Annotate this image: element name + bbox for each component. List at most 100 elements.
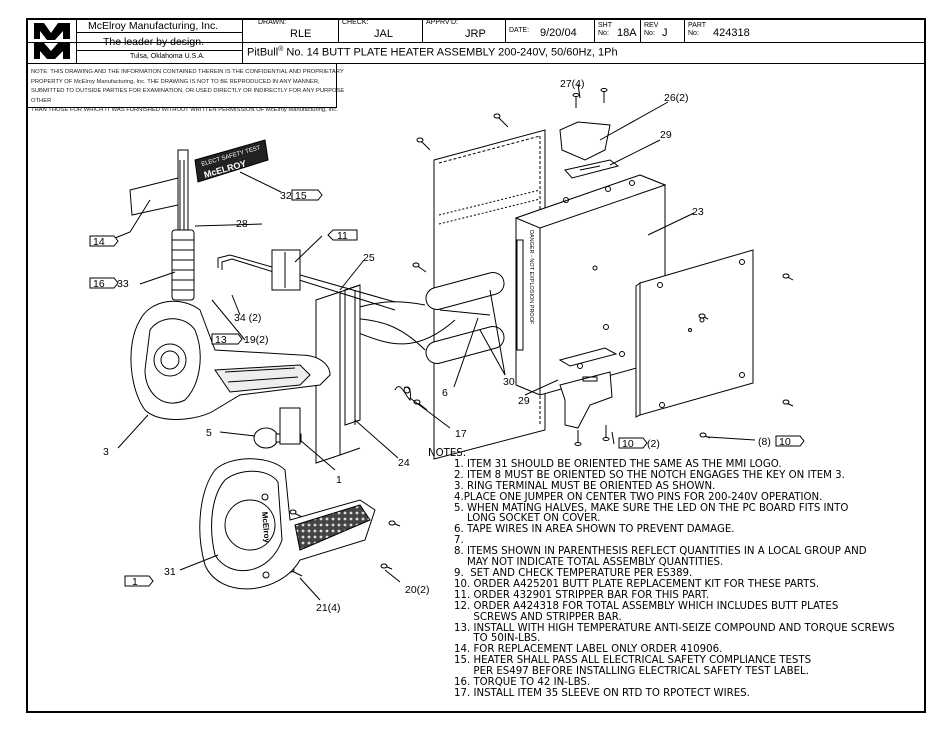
drawing-title: PitBull® No. 14 BUTT PLATE HEATER ASSEMB… xyxy=(247,46,618,59)
callout-26: 26(2) xyxy=(664,92,689,104)
drawing-sheet xyxy=(26,18,926,713)
flag-14: 14 xyxy=(93,236,105,248)
note-line: 10. ORDER A425201 BUTT PLATE REPLACEMENT… xyxy=(454,578,820,590)
bottom-bracket xyxy=(558,347,618,429)
flag-11: 11 xyxy=(337,230,348,242)
callout-3: 3 xyxy=(103,446,109,458)
flag-boxes xyxy=(89,189,805,587)
callout-31: 31 xyxy=(164,566,176,578)
callout-6: 6 xyxy=(442,387,448,399)
rev-value: J xyxy=(662,27,668,39)
note-line: MAY NOT INDICATE TOTAL ASSEMBLY QUANTITI… xyxy=(454,557,724,569)
rev-label: REV No: xyxy=(644,22,659,37)
stripper-bar xyxy=(217,249,396,311)
company-name: McElroy Manufacturing, Inc. xyxy=(88,20,219,32)
drawn-value: RLE xyxy=(290,28,312,40)
note-line: 16. TORQUE TO 42 IN-LBS. xyxy=(454,677,591,689)
note-line: 12. ORDER A424318 FOR TOTAL ASSEMBLY WHI… xyxy=(454,600,839,612)
callout-27: 27(4) xyxy=(560,78,585,90)
leader-lines xyxy=(109,83,756,601)
callout-24: 24 xyxy=(398,457,410,469)
handle-brand-text: McElroy xyxy=(260,511,272,543)
callout-20: 20(2) xyxy=(405,584,430,596)
note-line: 5. WHEN MATING HALVES, MAKE SURE THE LED… xyxy=(454,502,849,514)
heater-body xyxy=(514,174,667,396)
callout-30: 30 xyxy=(503,376,515,388)
callout-29-bottom: 29 xyxy=(518,395,530,407)
mmi-logo xyxy=(30,20,74,62)
note-line: 3. RING TERMINAL MUST BE ORIENTED AS SHO… xyxy=(454,480,716,492)
note-line: LONG SOCKET ON COVER. xyxy=(454,513,601,525)
apprvd-value: JRP xyxy=(465,28,486,40)
note-line: 11. ORDER 432901 STRIPPER BAR FOR THIS P… xyxy=(454,589,710,601)
plate-warning-text: DANGER - NOT EXPLOSION PROOF xyxy=(528,230,534,325)
flag-16: 16 xyxy=(93,278,105,290)
note-line: SCREWS AND STRIPPER BAR. xyxy=(454,611,622,623)
callout-8: (8) xyxy=(758,436,771,448)
callout-25: 25 xyxy=(363,252,375,264)
note-line: 13. INSTALL WITH HIGH TEMPERATURE ANTI-S… xyxy=(454,622,895,634)
callout-1: 1 xyxy=(336,474,342,486)
note-line: PER ES497 BEFORE INSTALLING ELECTRICAL S… xyxy=(454,666,809,678)
note-line: TO 50IN-LBS. xyxy=(454,633,541,645)
date-value: 9/20/04 xyxy=(540,27,577,39)
callout-29-top: 29 xyxy=(660,129,672,141)
top-bracket xyxy=(559,121,620,179)
confidential-line: NOTE: THIS DRAWING AND THE INFORMATION C… xyxy=(31,69,344,75)
callout-23: 23 xyxy=(692,206,704,218)
title-text: No. 14 BUTT PLATE HEATER ASSEMBLY 200-24… xyxy=(286,46,618,59)
callout-33: 33 xyxy=(117,278,129,290)
flag-10-a: 10 xyxy=(622,438,634,450)
flag-1: 1 xyxy=(132,576,138,588)
note-line: 7. xyxy=(454,535,464,547)
note-line: 4.PLACE ONE JUMPER ON CENTER TWO PINS FO… xyxy=(454,491,823,503)
drawing-notes: NOTES: 1. ITEM 31 SHOULD BE ORIENTED THE… xyxy=(428,448,918,700)
check-label: CHECK: xyxy=(342,19,369,26)
company-location: Tulsa, Oklahoma U.S.A. xyxy=(130,53,205,60)
callout-32: 32 xyxy=(280,190,292,202)
brand-name: PitBull xyxy=(247,46,279,59)
note-line: 1. ITEM 31 SHOULD BE ORIENTED THE SAME A… xyxy=(454,458,782,470)
check-value: JAL xyxy=(374,28,393,40)
callout-21: 21(4) xyxy=(316,602,341,614)
note-line: 2. ITEM 8 MUST BE ORIENTED SO THE NOTCH … xyxy=(454,469,845,481)
adjust-knob xyxy=(253,407,302,449)
company-slogan: The leader by design. xyxy=(103,36,204,48)
date-label: DATE: xyxy=(509,27,530,34)
note-line: 8. ITEMS SHOWN IN PARENTHESIS REFLECT QU… xyxy=(454,546,867,558)
callout-5: 5 xyxy=(206,427,212,439)
confidential-line: SUBMITTED TO OUTSIDE PARTIES FOR EXAMINA… xyxy=(31,88,345,104)
note-line: 6. TAPE WIRES IN AREA SHOWN TO PREVENT D… xyxy=(454,524,735,536)
drawn-label: DRAWN: xyxy=(258,19,287,26)
confidential-line: THAN THOSE FOR WHICH IT WAS FURNISHED WI… xyxy=(31,107,338,113)
registered-mark: ® xyxy=(278,46,284,53)
mounting-plate xyxy=(315,284,361,464)
callout-2: (2) xyxy=(647,438,660,450)
wire-tubes xyxy=(349,271,505,402)
callout-28: 28 xyxy=(236,218,248,230)
notes-heading: NOTES: xyxy=(428,448,467,459)
sht-label: SHT No: xyxy=(598,22,612,37)
note-line: 17. INSTALL ITEM 35 SLEEVE ON RTD TO RPO… xyxy=(454,687,750,699)
handle-cover xyxy=(199,458,376,590)
callout-19: 19(2) xyxy=(244,334,269,346)
flag-13: 13 xyxy=(215,334,227,346)
part-value: 424318 xyxy=(713,27,750,39)
apprvd-label: APPRV'D: xyxy=(426,19,458,26)
heater-plate-front xyxy=(635,249,754,418)
note-line: 15. HEATER SHALL PASS ALL ELECTRICAL SAF… xyxy=(454,655,812,667)
sht-value: 18A xyxy=(617,27,637,39)
flag-10-b: 10 xyxy=(779,436,791,448)
safety-test-tag xyxy=(129,139,269,216)
confidential-notice: NOTE: THIS DRAWING AND THE INFORMATION C… xyxy=(31,68,351,116)
flag-15: 15 xyxy=(295,190,307,202)
callout-17: 17 xyxy=(455,428,467,440)
note-line: 9. SET AND CHECK TEMPERATURE PER ES389. xyxy=(454,567,693,579)
confidential-line: PROPERTY OF McElroy Manufacturing, Inc. … xyxy=(31,78,320,85)
notes-list: 1. ITEM 31 SHOULD BE ORIENTED THE SAME A… xyxy=(428,458,918,700)
handle-assembly xyxy=(130,149,331,420)
callout-34: 34 (2) xyxy=(234,312,261,324)
note-line: 14. FOR REPLACEMENT LABEL ONLY ORDER 410… xyxy=(454,644,723,656)
part-label: PART No: xyxy=(688,22,706,37)
